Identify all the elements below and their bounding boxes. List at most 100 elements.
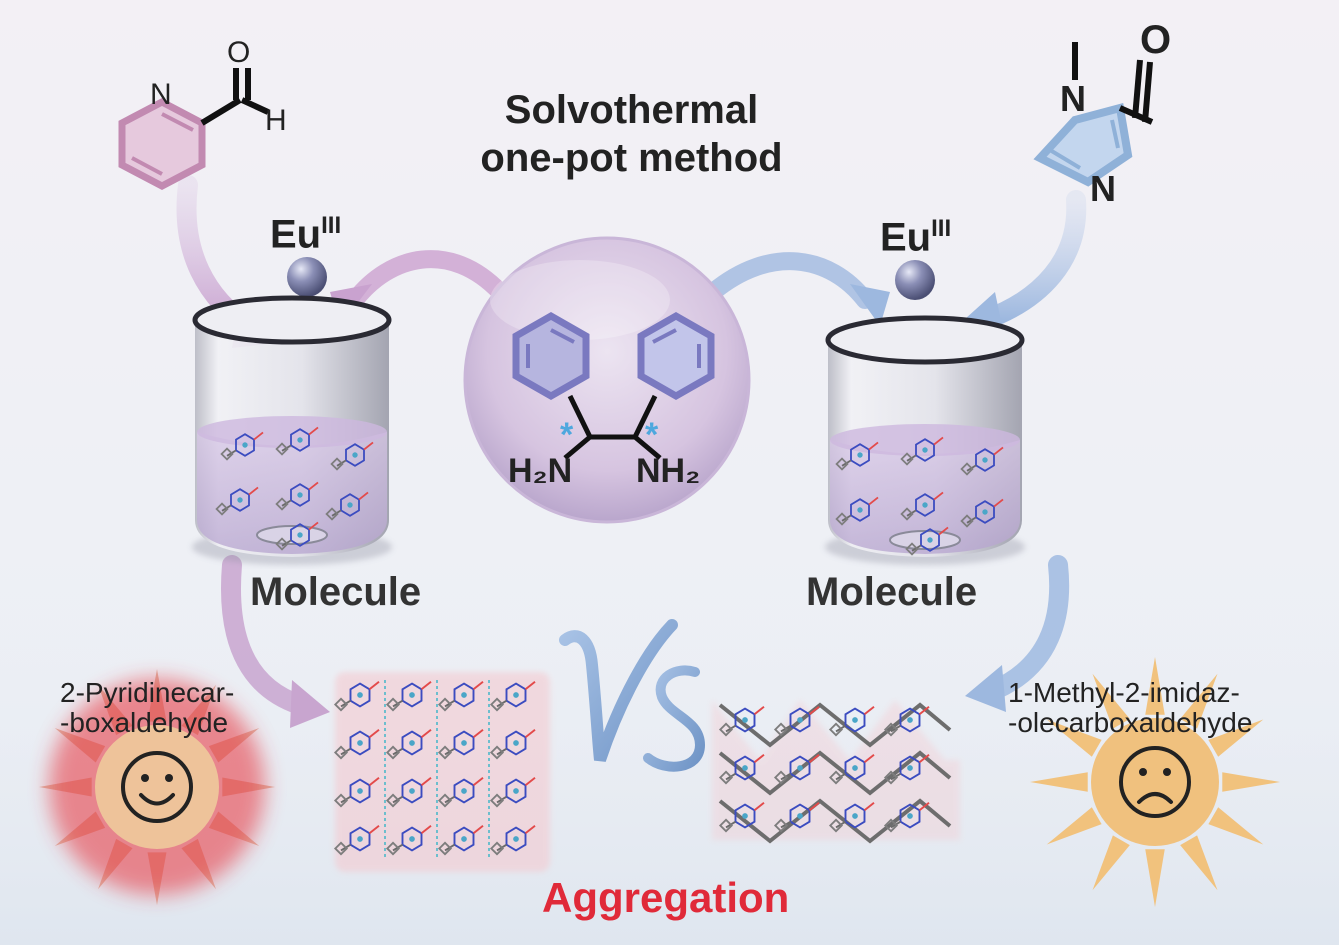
molecule-sketch [718, 705, 765, 737]
sun-ray [1180, 673, 1218, 729]
molecule-sketch [718, 753, 765, 785]
molecule-sketch [718, 801, 765, 833]
molecule-sketch [437, 728, 484, 760]
diamine-circle [463, 236, 751, 524]
molecule-sketch [437, 824, 484, 856]
sun-ray [1222, 772, 1280, 792]
frowny-face-icon [1119, 746, 1191, 818]
happy-sun [39, 669, 275, 905]
eu-sphere-left [287, 257, 327, 297]
molecule-sketch [883, 801, 930, 833]
left-compound-name-line1: 2-Pyridinecar- [60, 677, 235, 708]
sun-ray [1208, 719, 1264, 757]
metal-oxidation-state: III [321, 212, 342, 239]
arrow-left-beaker-to-aggregate [221, 555, 330, 728]
method-title: Solvothermal one-pot method [444, 86, 819, 182]
imidazole-carboxaldehyde-structure [1033, 42, 1154, 187]
molecule-sketch [385, 776, 432, 808]
molecule-sketch [333, 824, 380, 856]
molecule-sketch [489, 680, 536, 712]
left-compound-name-line2: -boxaldehyde [60, 707, 229, 738]
left-compound-name: 2-Pyridinecar- -boxaldehyde [60, 678, 234, 738]
molecule-sketch [828, 705, 875, 737]
right-crystal-packing [712, 700, 960, 844]
sun-ray [1180, 835, 1218, 891]
metal-oxidation-state: III [931, 215, 952, 242]
molecule-sketch [489, 824, 536, 856]
molecule-sketch [275, 426, 319, 456]
molecule-sketch [489, 728, 536, 760]
molecule-sketch [333, 776, 380, 808]
pyridine-carboxaldehyde-structure [118, 68, 270, 190]
molecule-sketch [385, 728, 432, 760]
sad-sun [1030, 657, 1280, 907]
sun-ray [1046, 719, 1102, 757]
arrow-right-beaker-to-aggregate [965, 555, 1070, 712]
chiral-center-mark-right: * [645, 416, 659, 454]
sun-ray [1092, 673, 1130, 729]
sun-ray [1145, 849, 1165, 907]
sun-ray [1092, 835, 1130, 891]
molecule-sketch [275, 481, 319, 511]
molecule-sketch [330, 441, 374, 471]
molecule-sketch [828, 753, 875, 785]
molecule-sketch [828, 801, 875, 833]
vs-glyph-art [559, 619, 706, 772]
molecule-sketch [835, 496, 879, 526]
left-crystal-packing [333, 672, 550, 872]
left-beaker [192, 295, 392, 565]
metal-symbol: Eu [270, 212, 322, 257]
molecule-sketch [773, 705, 820, 737]
molecule-sketch [275, 521, 319, 551]
molecule-sketch [437, 776, 484, 808]
right-compound-name-line1: 1-Methyl-2-imidaz- [1008, 677, 1240, 708]
sun-ray [1030, 772, 1088, 792]
molecule-sketch [960, 446, 1004, 476]
metal-label-left: EuIII [270, 212, 341, 257]
sun-ray [1046, 807, 1102, 845]
method-title-line1: Solvothermal [504, 88, 759, 132]
metal-symbol: Eu [880, 215, 932, 260]
left-beaker-label: Molecule [250, 570, 422, 614]
molecule-sketch [385, 680, 432, 712]
right-beaker-molecules [835, 436, 1004, 556]
right-compound-name: 1-Methyl-2-imidaz- -olecarboxaldehyde [1008, 678, 1252, 738]
diamine-right-amine: NH₂ [636, 452, 701, 490]
molecule-sketch [215, 486, 259, 516]
aggregation-label: Aggregation [542, 874, 790, 921]
arrow-diamine-to-right-beaker [704, 252, 890, 326]
diamine-left-amine: H₂N [508, 452, 573, 490]
molecule-sketch [325, 491, 369, 521]
molecule-sketch [385, 824, 432, 856]
molecule-sketch [883, 753, 930, 785]
right-beaker-label: Molecule [806, 570, 978, 614]
molecule-sketch [905, 526, 949, 556]
pyridine-oxygen-atom: O [227, 36, 251, 69]
left-beaker-molecules [215, 426, 374, 551]
molecule-sketch [900, 491, 944, 521]
metal-label-right: EuIII [880, 215, 951, 260]
smiley-face-icon [121, 751, 193, 823]
imidazole-oxygen-atom: O [1140, 18, 1172, 62]
molecule-sketch [773, 801, 820, 833]
method-title-line2: one-pot method [480, 136, 783, 180]
molecule-sketch [835, 441, 879, 471]
molecule-sketch [773, 753, 820, 785]
molecule-sketch [333, 728, 380, 760]
vs-label: Vs [600, 680, 601, 681]
chiral-center-mark-left: * [560, 416, 574, 454]
molecule-sketch [333, 680, 380, 712]
eu-sphere-right [895, 260, 935, 300]
molecule-sketch [220, 431, 264, 461]
imidazole-nitrogen: N [1090, 168, 1116, 209]
right-compound-name-line2: -olecarboxaldehyde [1008, 707, 1253, 738]
molecule-sketch [900, 436, 944, 466]
molecule-sketch [960, 498, 1004, 528]
right-beaker [825, 315, 1025, 565]
sun-ray [1208, 807, 1264, 845]
imidazole-nitrogen-methyl: N [1060, 78, 1086, 119]
molecule-sketch [489, 776, 536, 808]
molecule-sketch [437, 680, 484, 712]
